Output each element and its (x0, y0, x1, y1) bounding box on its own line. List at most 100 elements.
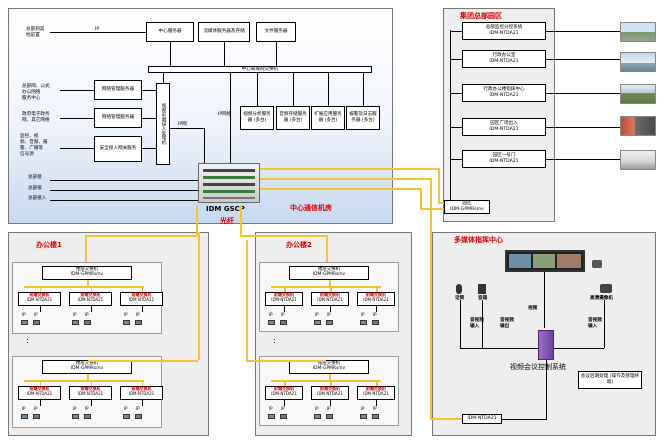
media-label-av-in-1: 音视频 输入 (470, 318, 484, 329)
floor-link (284, 286, 286, 292)
endpoint-ip-label: IP (22, 312, 26, 317)
endpoint-device-icon (135, 320, 142, 325)
floor-link (141, 286, 143, 292)
camera-icon (600, 284, 612, 293)
endpoint-ip-label: IP (281, 312, 285, 317)
microphone-icon (456, 284, 462, 294)
endpoint-ip-label: IP (85, 312, 89, 317)
hq-access-label-1: 总部接 (28, 175, 42, 180)
fiber-link-segment (430, 418, 462, 420)
fiber-link-segment (246, 240, 248, 360)
fiber-link-segment (430, 178, 432, 418)
endpoint-device-icon (372, 414, 379, 419)
floor-link (376, 380, 378, 386)
floor-link (87, 374, 89, 380)
endpoint-device-icon (135, 414, 142, 419)
endpoint-ip-label: IP (124, 312, 128, 317)
floor-link (329, 280, 331, 286)
audio-storage-server: 音频存储服务器 (多台) (276, 106, 310, 130)
endpoint-device-icon (314, 414, 321, 419)
endpoint-link (376, 400, 377, 406)
endpoint-link (376, 306, 377, 312)
endpoint-link (330, 400, 331, 406)
fiber-link-segment (198, 232, 200, 360)
endpoint-device-icon (72, 320, 79, 325)
endpoint-device-icon (360, 320, 367, 325)
fiber-link-segment (326, 235, 328, 262)
fiber-link-segment (85, 235, 197, 237)
media-label-video: 视频 (528, 306, 538, 311)
group-hq-panel (443, 8, 555, 222)
extend-app-server: 扩展应用服务器 (多台) (311, 106, 345, 130)
endpoint-link (284, 306, 285, 312)
office-building-1-title: 办公楼1 (36, 241, 62, 249)
endpoint-ip-label: IP (281, 406, 285, 411)
endpoint-ip-label: IP (373, 312, 377, 317)
fiber-link-segment (438, 168, 440, 202)
media-label-av-out: 音视频 输出 (500, 318, 514, 329)
floor-link (284, 380, 286, 386)
ip-network-label: IP网 (178, 122, 187, 127)
endpoint-ip-label: IP (73, 406, 77, 411)
center-room-title: 中心通信机房 (290, 204, 332, 212)
endpoint-device-icon (268, 414, 275, 419)
camera-photo-5 (620, 150, 656, 170)
floor-link (141, 380, 143, 386)
camera-photo-1 (620, 22, 656, 42)
endpoint-link (141, 306, 143, 312)
endpoint-device-icon (21, 414, 28, 419)
media-label-speaker: 音箱 (478, 296, 488, 301)
fiber-link-segment (420, 208, 444, 210)
hq-access-label-3: 总部接入 (28, 196, 47, 201)
fiber-link-segment (88, 360, 198, 362)
endpoint-device-icon (33, 320, 40, 325)
file-server-box: 文件服务器 (256, 22, 296, 42)
speaker-icon (478, 284, 486, 294)
hq-other-label: 总部到其 他前置 (26, 27, 45, 38)
endpoint-device-icon (72, 414, 79, 419)
camera-photo-4 (620, 116, 656, 136)
media-bottom-device: IDM-NTDA21 (462, 414, 502, 424)
floor-link (87, 280, 89, 286)
fiber-link-segment (240, 205, 242, 235)
camera-photo-2 (620, 52, 656, 72)
fiber-link-segment (240, 235, 326, 237)
floor-link (330, 286, 332, 292)
office-network-label: 总部网、公式 办公网络 服务中心 (22, 84, 50, 101)
endpoint-ip-label: IP (34, 406, 38, 411)
fiber-link-segment (420, 188, 422, 208)
endpoint-device-icon (314, 320, 321, 325)
media-label-av-in-2: 音视频 输入 (588, 318, 602, 329)
ip-label-top: IP (95, 27, 100, 32)
net-mgmt-server-1: 网络管理服务器 (94, 80, 142, 100)
endpoint-ip-label: IP (269, 312, 273, 317)
more-floors-ellipsis: : (26, 336, 29, 345)
endpoint-ip-label: IP (136, 312, 140, 317)
endpoint-device-icon (268, 320, 275, 325)
endpoint-device-icon (123, 414, 130, 419)
net-mgmt-server-2: 网络管理服务器 (94, 108, 142, 128)
fiber-label: 光纤 (220, 217, 234, 225)
conference-server-icon (538, 330, 554, 360)
endpoint-link (39, 400, 41, 406)
floor-link (39, 380, 41, 386)
signal-source-label: 监控、视 频、音频、报 警、广播等 信号源 (20, 134, 48, 157)
device-name-label: IDM GSCP (206, 205, 245, 213)
endpoint-device-icon (123, 320, 130, 325)
projector-icon (592, 260, 602, 268)
